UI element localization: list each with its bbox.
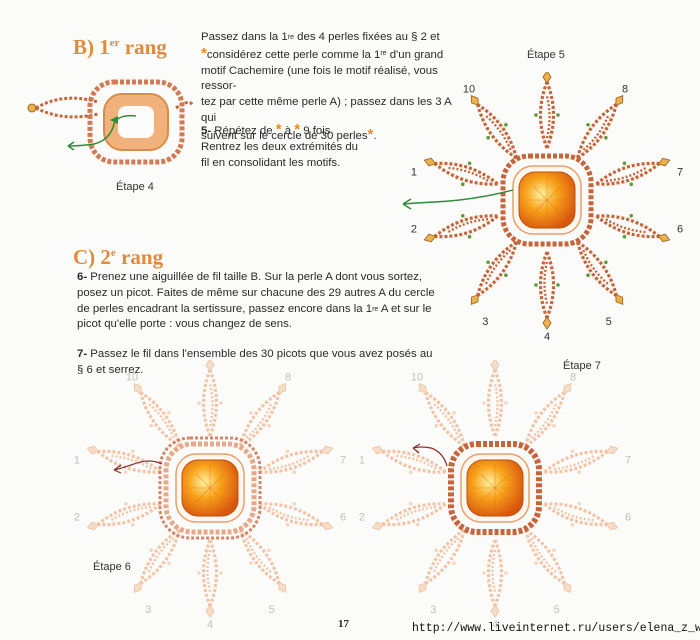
- page-number: 17: [338, 618, 349, 630]
- petal-number-label: 2: [359, 511, 365, 523]
- step6-figure: 12345678910: [74, 360, 346, 631]
- petal-number-label: 5: [554, 604, 560, 616]
- petal-number-label: 7: [677, 167, 683, 179]
- petal-number-label: 10: [411, 372, 423, 384]
- section-c-heading: C) 2e rang: [73, 245, 164, 269]
- petal-number-label: 6: [677, 223, 683, 235]
- star-icon: *: [367, 125, 374, 143]
- petal-number-label: 4: [492, 619, 498, 631]
- petal-number-label: 3: [145, 604, 151, 616]
- step5-figure: 12345678910: [402, 72, 683, 343]
- petal-number-label: 8: [285, 372, 291, 384]
- petal-number-label: 10: [126, 372, 138, 384]
- step4-text: Passez dans la 1re des 4 perles fixées a…: [201, 31, 452, 143]
- step4-caption: Étape 4: [116, 181, 154, 193]
- petal-number-label: 10: [463, 84, 475, 96]
- petal-number-label: 2: [411, 223, 417, 235]
- petal-number-label: 5: [606, 316, 612, 328]
- step7-text: 7- Passez le fil dans l'ensemble des 30 …: [77, 348, 433, 376]
- petal-number-label: 5: [269, 604, 275, 616]
- petal-number-label: 8: [622, 84, 628, 96]
- petal-number-label: 6: [625, 511, 631, 523]
- section-b-heading: B) 1er rang: [73, 35, 167, 59]
- petal-number-label: 8: [570, 372, 576, 384]
- step6-text: 6- Prenez une aiguillée de fil taille B.…: [77, 271, 435, 331]
- star-icon: *: [275, 121, 282, 138]
- step4-figure: [27, 79, 193, 165]
- source-url: http://www.liveinternet.ru/users/elena_z…: [412, 622, 700, 635]
- step6-caption: Étape 6: [93, 561, 131, 573]
- petal-number-label: 2: [74, 511, 80, 523]
- star-icon: *: [201, 44, 207, 62]
- step7-caption: Étape 7: [563, 360, 601, 372]
- petal-number-label: 7: [625, 455, 631, 467]
- petal-number-label: 3: [482, 316, 488, 328]
- petal-number-label: 6: [340, 511, 346, 523]
- flower-diagram-faded: 12345678910: [359, 360, 631, 631]
- petal-number-label: 1: [411, 167, 417, 179]
- petal-number-label: 4: [207, 619, 213, 631]
- petal-number-label: 1: [359, 455, 365, 467]
- flower-diagram-faded: 12345678910: [74, 360, 346, 631]
- step5-text: 5- Répétez de * à * 9 fois. Rentrez les …: [201, 121, 359, 169]
- petal-number-label: 7: [340, 455, 346, 467]
- step5-caption: Étape 5: [527, 49, 565, 61]
- step7-figure: 12345678910: [359, 360, 631, 631]
- petal-number-label: 1: [74, 455, 80, 467]
- petal-number-label: 4: [544, 331, 550, 343]
- flower-diagram: 12345678910: [402, 72, 683, 343]
- petal-number-label: 3: [430, 604, 436, 616]
- star-icon: *: [294, 121, 301, 138]
